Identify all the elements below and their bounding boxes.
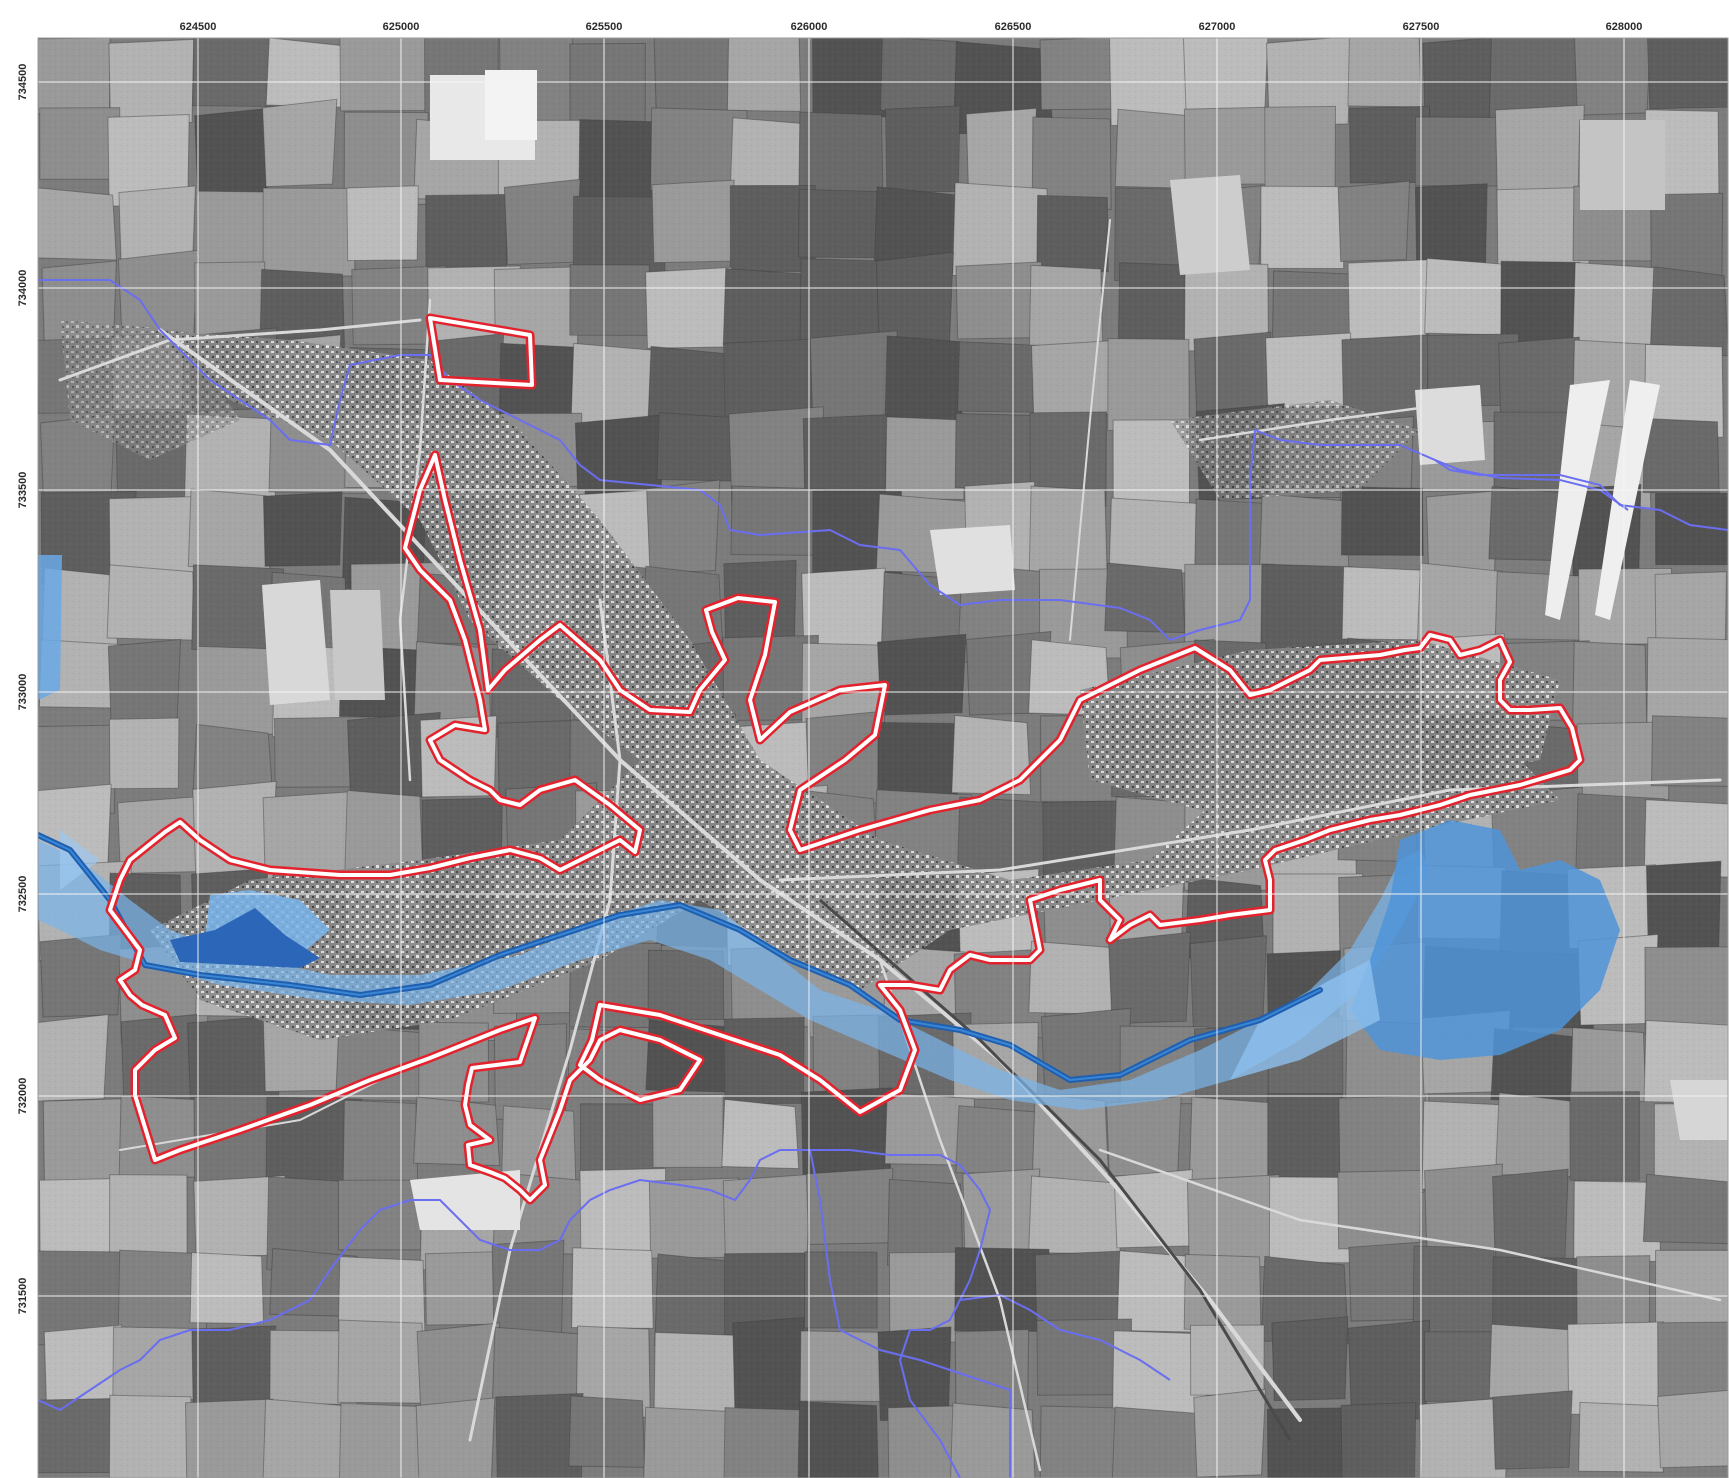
x-tick-label: 627500 [1403, 21, 1440, 33]
x-tick-label: 624500 [180, 21, 217, 33]
x-tick-label: 625500 [586, 21, 623, 33]
y-axis-ticks: 734500 734000 733500 733000 732500 73200… [17, 64, 29, 1315]
railway [819, 898, 1292, 1441]
y-tick-label: 731500 [17, 1278, 29, 1315]
x-tick-label: 626500 [995, 21, 1032, 33]
y-tick-label: 733500 [17, 472, 29, 509]
river [38, 832, 1323, 1083]
x-tick-label: 628000 [1606, 21, 1643, 33]
aerial-imagery [38, 38, 1728, 1478]
y-tick-label: 732000 [17, 1078, 29, 1115]
y-tick-label: 732500 [17, 876, 29, 913]
y-tick-label: 733000 [17, 674, 29, 711]
y-tick-label: 734000 [17, 270, 29, 307]
map-frame [37, 37, 1729, 1478]
catchment-boundary [38, 279, 1728, 1478]
coordinate-grid [38, 38, 1728, 1478]
y-tick-label: 734500 [17, 64, 29, 101]
x-tick-label: 625000 [383, 21, 420, 33]
flood-extent [38, 555, 1620, 1110]
x-tick-label: 626000 [791, 21, 828, 33]
development-boundary [105, 313, 1585, 1205]
x-tick-label: 627000 [1199, 21, 1236, 33]
x-axis-ticks: 624500 625000 625500 626000 626500 62700… [180, 21, 1643, 33]
bright-fields [262, 70, 1728, 1230]
boundary-inner-line [108, 453, 1582, 1202]
boundary-inner-line [428, 316, 534, 387]
